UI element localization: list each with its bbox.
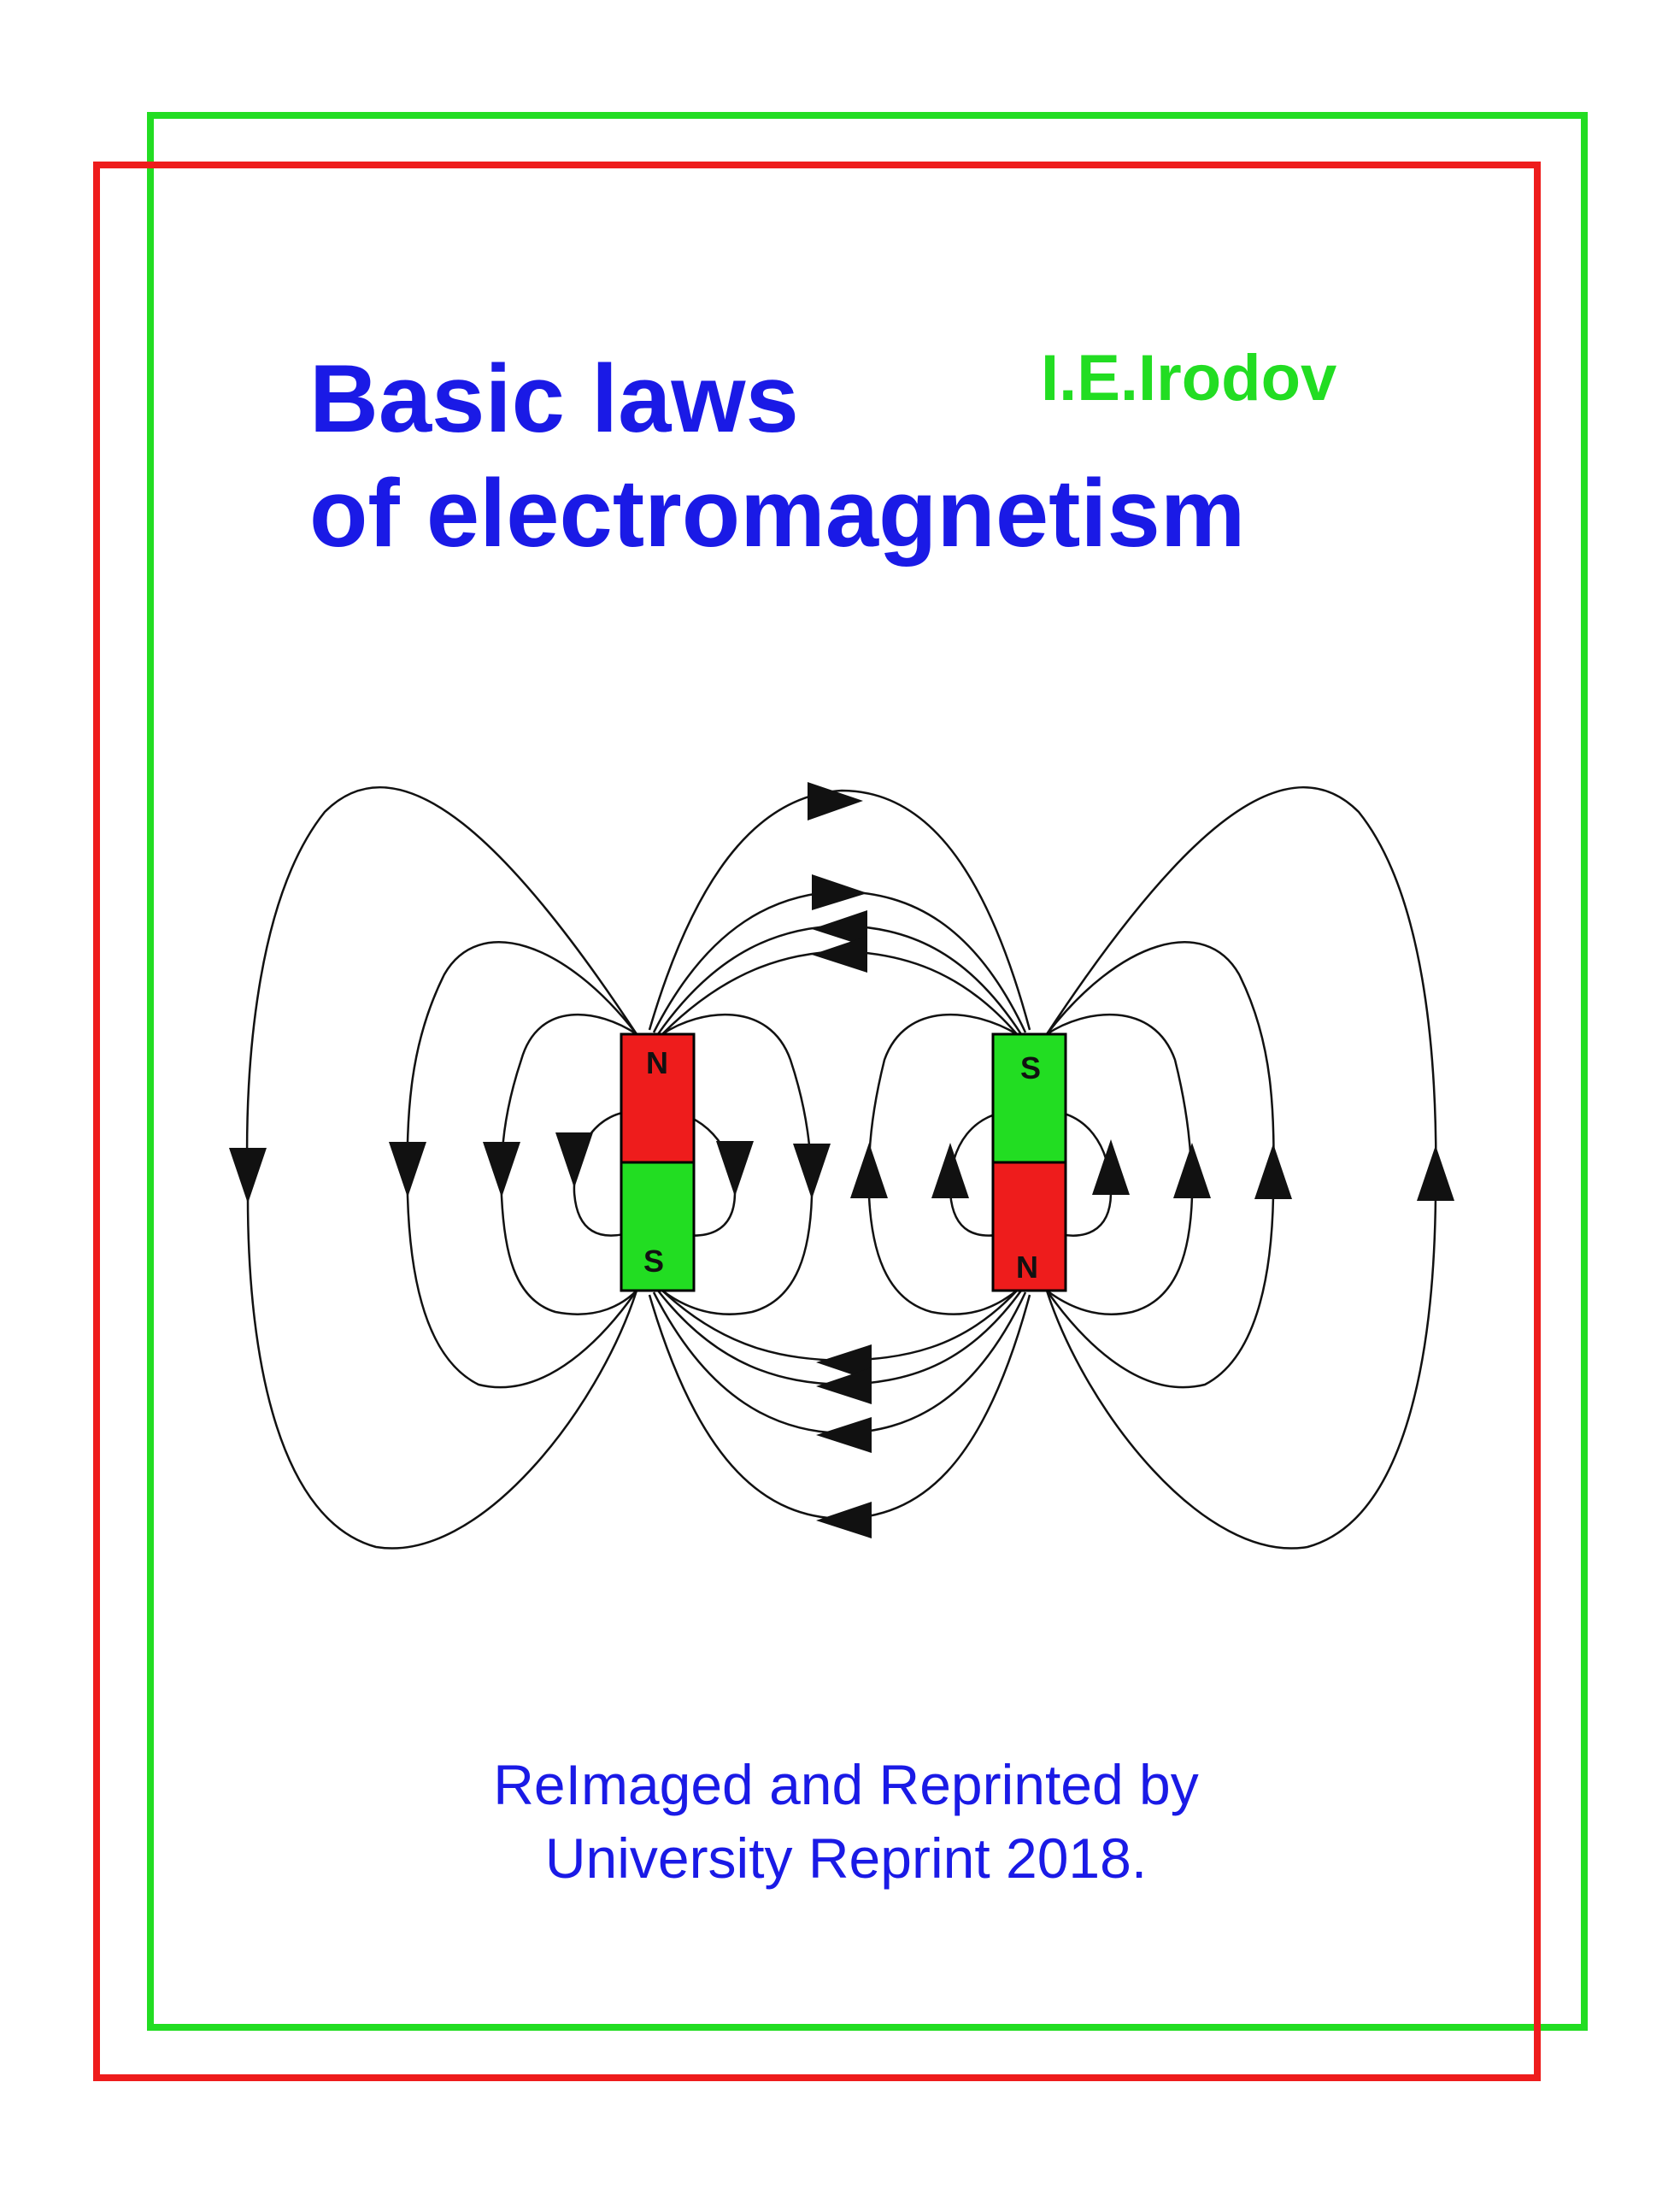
- book-title: Basic laws of electromagnetism: [309, 342, 1245, 571]
- arrow-right: [808, 782, 863, 820]
- field-line: [573, 1109, 637, 1237]
- arrow-up: [1254, 1144, 1292, 1199]
- green-frame: [147, 112, 1588, 2031]
- field-line: [661, 950, 1018, 1035]
- arrow-left: [812, 910, 867, 947]
- field-lines: [245, 785, 1437, 1550]
- field-line: [1046, 1013, 1194, 1315]
- arrow-down: [389, 1142, 426, 1197]
- arrow-left: [812, 936, 867, 973]
- arrow-down: [555, 1132, 593, 1188]
- right-magnet-bottom-pole: [991, 1161, 1067, 1292]
- field-line: [648, 789, 1031, 1031]
- right-magnet: S N: [991, 1032, 1067, 1292]
- title-line-1: Basic laws: [309, 345, 799, 452]
- reprint-credit: ReImaged and Reprinted by University Rep…: [256, 1748, 1436, 1895]
- arrow-left: [816, 1417, 872, 1453]
- left-magnet-top-label: N: [646, 1045, 668, 1080]
- left-magnet-top-pole: [620, 1032, 696, 1164]
- credit-line-2: University Reprint 2018.: [544, 1826, 1148, 1890]
- arrow-down: [483, 1142, 520, 1197]
- right-magnet-bottom-label: N: [1016, 1250, 1038, 1285]
- field-arrows: [229, 782, 1454, 1538]
- arrow-up: [1092, 1139, 1130, 1195]
- field-line: [1045, 941, 1275, 1389]
- arrow-left: [816, 1502, 872, 1538]
- field-line: [406, 941, 638, 1389]
- arrow-up: [850, 1143, 888, 1198]
- red-frame: [93, 162, 1541, 2081]
- left-magnet: N S: [620, 1032, 696, 1292]
- arrow-up: [1417, 1145, 1454, 1201]
- title-line-2: of electromagnetism: [309, 460, 1246, 567]
- arrow-left: [816, 1344, 872, 1381]
- arrow-up: [931, 1143, 969, 1198]
- arrow-down: [716, 1141, 754, 1197]
- right-magnet-top-label: S: [1020, 1050, 1041, 1085]
- arrow-down: [793, 1144, 831, 1199]
- arrow-right: [812, 874, 867, 910]
- field-line: [657, 1290, 1023, 1386]
- credit-line-1: ReImaged and Reprinted by: [493, 1753, 1199, 1816]
- arrow-up: [1173, 1143, 1211, 1198]
- arrow-left: [816, 1368, 872, 1404]
- right-magnet-top-pole: [991, 1032, 1067, 1164]
- field-line: [656, 924, 1023, 1035]
- left-magnet-bottom-pole: [620, 1161, 696, 1292]
- arrow-down: [229, 1148, 267, 1203]
- left-magnet-bottom-label: S: [643, 1244, 664, 1279]
- author-name: I.E.Irodov: [1041, 342, 1337, 415]
